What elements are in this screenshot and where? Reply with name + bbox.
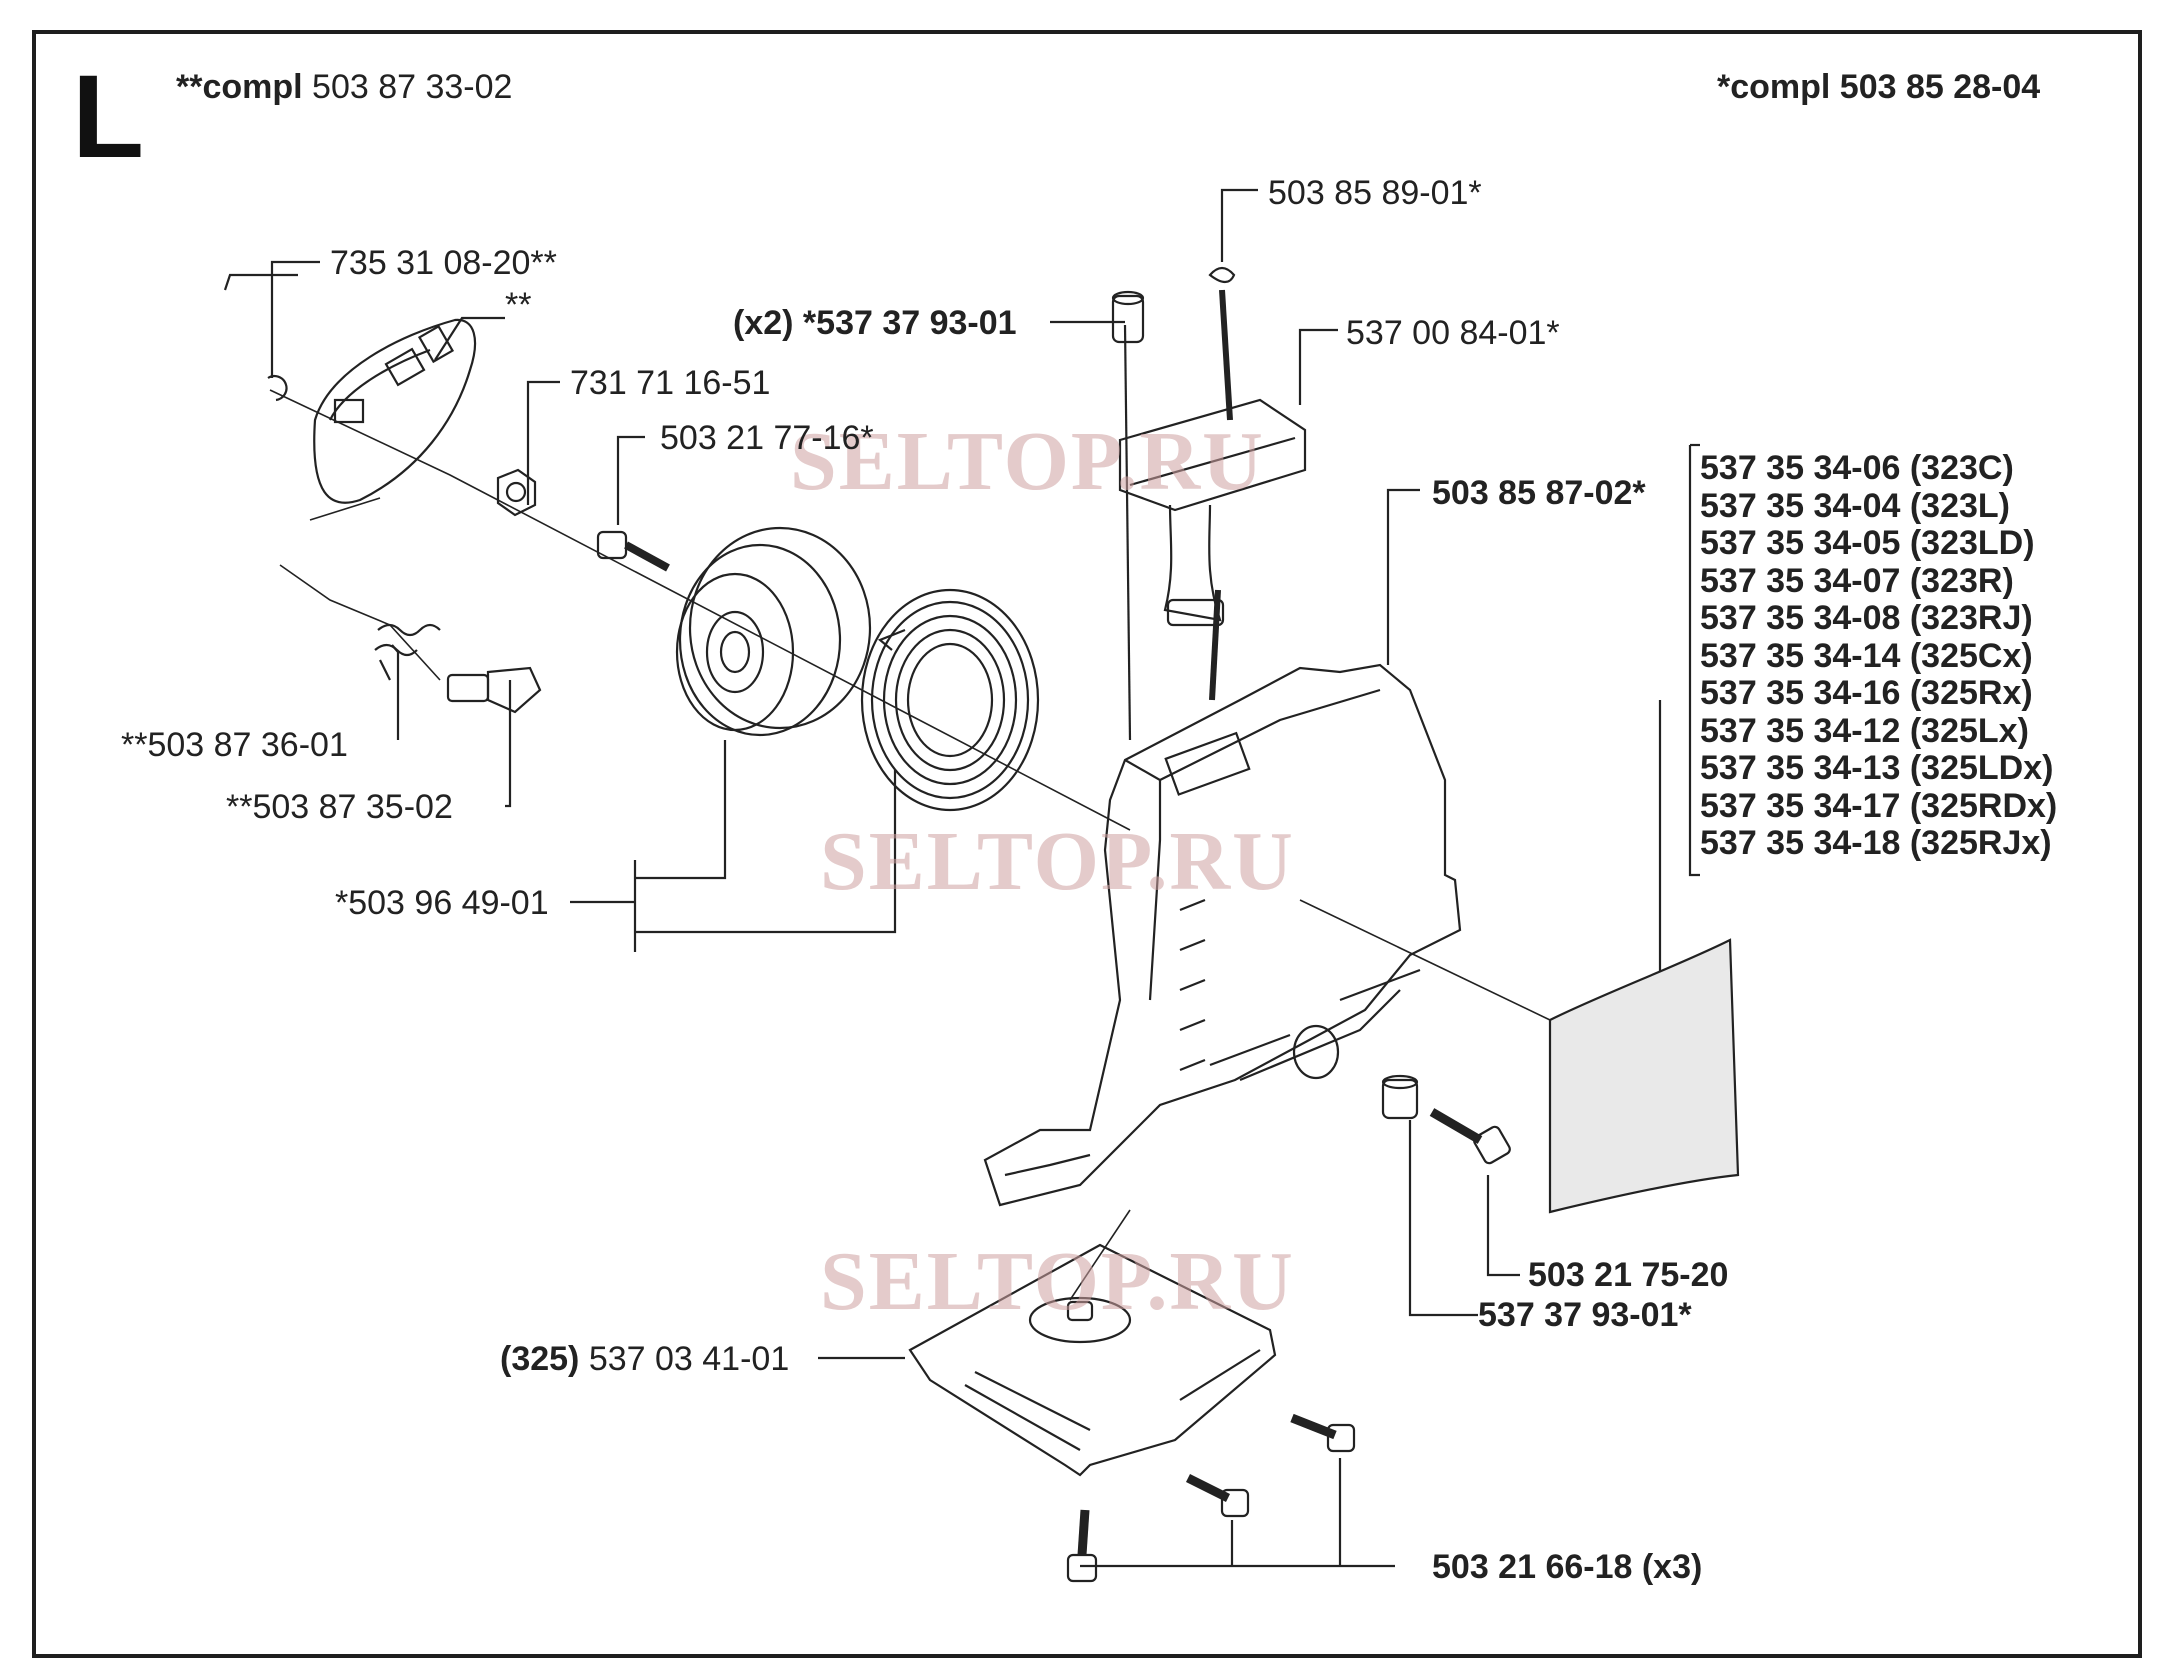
- starter-handle-part: [1118, 398, 1307, 627]
- label-foot-plate-number: 537 03 41-01: [588, 1340, 790, 1378]
- header-right-assembly: *compl 503 85 28-04: [1717, 68, 2041, 106]
- label-starter-handle: 537 00 84-01*: [1346, 314, 1560, 352]
- label-flange-nut: 731 71 16-51: [570, 364, 771, 402]
- handle-bushing-part: [1111, 290, 1145, 344]
- header-left-prefix: **compl: [176, 68, 303, 106]
- label-starter-rope: 503 85 89-01*: [1268, 174, 1482, 212]
- leader-lines: [223, 188, 1700, 1568]
- pawl-cover-part: [313, 318, 477, 504]
- decal-part: [1548, 938, 1740, 1214]
- header-left-number: 503 87 33-02: [312, 68, 513, 106]
- circlip-part: [267, 375, 288, 402]
- label-plate-screws: 503 21 66-18 (x3): [1432, 1548, 1703, 1586]
- label-housing-screw: 503 21 75-20: [1528, 1256, 1729, 1294]
- decal-variant: 537 35 34-05 (323LD): [1700, 524, 2035, 562]
- header-left-assembly: **compl 503 87 33-02: [176, 70, 512, 104]
- section-letter: L: [72, 51, 145, 183]
- foot-plate-part: [908, 1243, 1277, 1477]
- label-return-spring: **503 87 36-01: [121, 726, 348, 764]
- decal-variant: 537 35 34-04 (323L): [1700, 486, 2010, 525]
- label-handle-bushing-qty: (x2): [733, 304, 794, 342]
- decal-variant-list: 537 35 34-06 (323C) 537 35 34-04 (323L) …: [1700, 449, 2058, 863]
- label-foot-plate-model: (325): [500, 1340, 580, 1378]
- decal-variant: 537 35 34-08 (323RJ): [1700, 599, 2033, 637]
- pawl-part: [446, 666, 542, 714]
- label-pulley-spring-kit: *503 96 49-01: [335, 884, 549, 922]
- label-handle-bushing: (x2) *537 37 93-01: [733, 306, 1017, 340]
- label-handle-bushing-number: *537 37 93-01: [802, 304, 1017, 342]
- decal-variant: 537 35 34-14 (325Cx): [1700, 636, 2033, 675]
- decal-variant: 537 35 34-13 (325LDx): [1700, 749, 2054, 787]
- decal-variant: 537 35 34-12 (325Lx): [1700, 711, 2029, 750]
- housing-screw-part: [1429, 1108, 1511, 1165]
- decal-variant: 537 35 34-07 (323R): [1700, 561, 2014, 600]
- label-pulley-screw: 503 21 77-16*: [660, 419, 874, 457]
- label-circlip: 735 31 08-20**: [330, 244, 557, 282]
- decal-variant: 537 35 34-16 (325Rx): [1700, 674, 2033, 712]
- starter-housing-part: [983, 663, 1462, 1207]
- page-border: [32, 30, 2142, 1658]
- plate-screws-part: [1066, 1413, 1356, 1583]
- watermark-top: SELTOP.RU: [790, 415, 1265, 508]
- label-pawl-cover: **: [505, 286, 532, 324]
- housing-bushing-part: [1381, 1074, 1419, 1120]
- label-pawl: **503 87 35-02: [226, 788, 453, 826]
- label-foot-plate: (325) 537 03 41-01: [500, 1342, 789, 1376]
- label-housing-bushing: 537 37 93-01*: [1478, 1296, 1692, 1334]
- watermark-bottom: SELTOP.RU: [820, 1235, 1295, 1328]
- recoil-spring-part: [860, 588, 1040, 812]
- flange-nut-part: [496, 468, 537, 517]
- pulley-part: [675, 526, 872, 737]
- decal-variant: 537 35 34-06 (323C): [1700, 449, 2014, 487]
- return-spring-part: [374, 623, 441, 681]
- decal-variant: 537 35 34-18 (325RJx): [1700, 824, 2052, 862]
- label-starter-housing: 503 85 87-02*: [1432, 474, 1646, 512]
- decal-variant: 537 35 34-17 (325RDx): [1700, 786, 2058, 825]
- pulley-screw-part: [596, 530, 670, 572]
- watermark-middle: SELTOP.RU: [820, 815, 1295, 908]
